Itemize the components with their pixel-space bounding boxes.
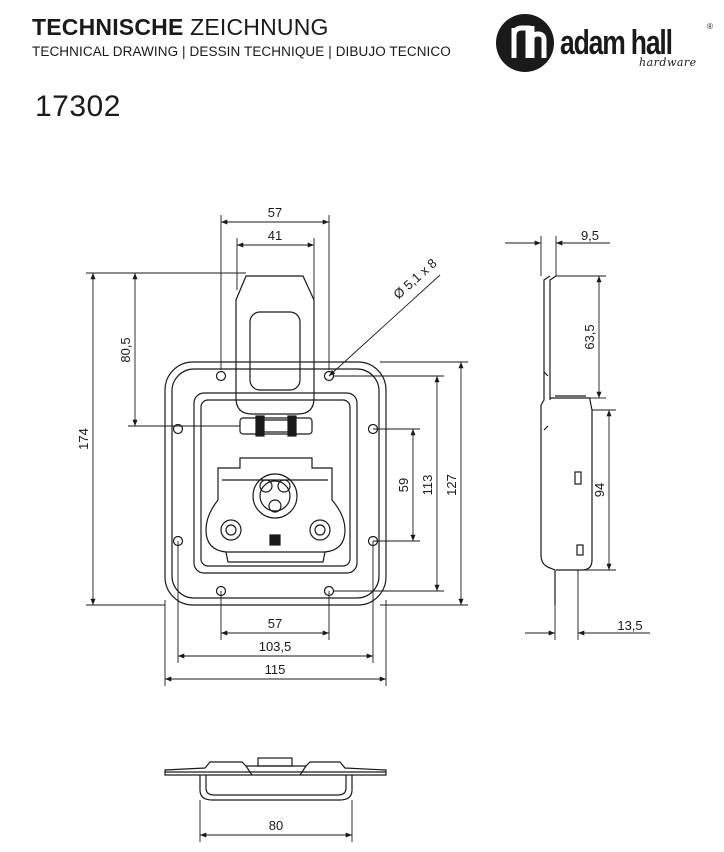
dim-41-top: 41 xyxy=(268,228,282,243)
hinge-knuckle xyxy=(287,415,297,437)
handle-slot xyxy=(249,311,301,391)
bottom-cam xyxy=(257,757,293,767)
recess-inner-outline xyxy=(200,399,351,567)
dish-inner-outline xyxy=(171,368,380,599)
brand-logo: adam hall ® hardware xyxy=(494,12,716,74)
side-dimension-labels: 9,5 63,5 94 13,5 xyxy=(581,228,643,633)
dim-174: 174 xyxy=(76,428,91,450)
logo-mark xyxy=(269,534,281,546)
dim-57-top: 57 xyxy=(268,205,282,220)
side-outline-left xyxy=(540,275,556,605)
dim-115: 115 xyxy=(265,662,286,677)
front-view xyxy=(164,275,387,606)
front-dimensions xyxy=(86,215,468,686)
adam-hall-ah-monogram-icon xyxy=(496,14,554,72)
dim-103-5: 103,5 xyxy=(259,639,292,654)
logo-wordmark: adam hall xyxy=(560,24,673,62)
drawing-title: TECHNISCHE ZEICHNUNG xyxy=(32,14,329,41)
bottom-flange xyxy=(164,761,387,776)
bottom-body xyxy=(199,775,353,801)
dish-outer-outline xyxy=(164,361,387,606)
mount-hole xyxy=(215,370,227,382)
dim-hole: Ø 5,1 x 8 xyxy=(390,255,439,301)
title-bold: TECHNISCHE xyxy=(32,14,184,40)
dim-127: 127 xyxy=(444,474,459,496)
dim-13-5: 13,5 xyxy=(617,618,642,633)
recess-outline xyxy=(193,392,358,574)
handle-outline xyxy=(235,275,315,415)
mount-hole xyxy=(172,423,184,435)
bottom-dimensions xyxy=(199,800,353,842)
dim-80-5: 80,5 xyxy=(118,337,133,362)
lock-plate xyxy=(205,457,346,553)
dim-57-bottom: 57 xyxy=(268,616,282,631)
side-tab xyxy=(574,471,582,485)
bottom-view xyxy=(164,757,387,801)
hinge-knuckle xyxy=(255,415,265,437)
drawing-subtitle: TECHNICAL DRAWING | DESSIN TECHNIQUE | D… xyxy=(32,44,451,59)
dim-9-5: 9,5 xyxy=(581,228,599,243)
dim-94: 94 xyxy=(592,483,607,497)
side-dimensions xyxy=(505,236,650,640)
logo-registered: ® xyxy=(707,22,713,31)
dim-80: 80 xyxy=(269,818,283,833)
dim-63-5: 63,5 xyxy=(582,324,597,349)
dim-59: 59 xyxy=(396,478,411,492)
logo-tagline: hardware xyxy=(639,56,697,69)
cam-disc xyxy=(252,473,298,519)
title-light: ZEICHNUNG xyxy=(190,14,329,40)
dim-113: 113 xyxy=(420,475,435,496)
part-number: 17302 xyxy=(35,90,121,123)
